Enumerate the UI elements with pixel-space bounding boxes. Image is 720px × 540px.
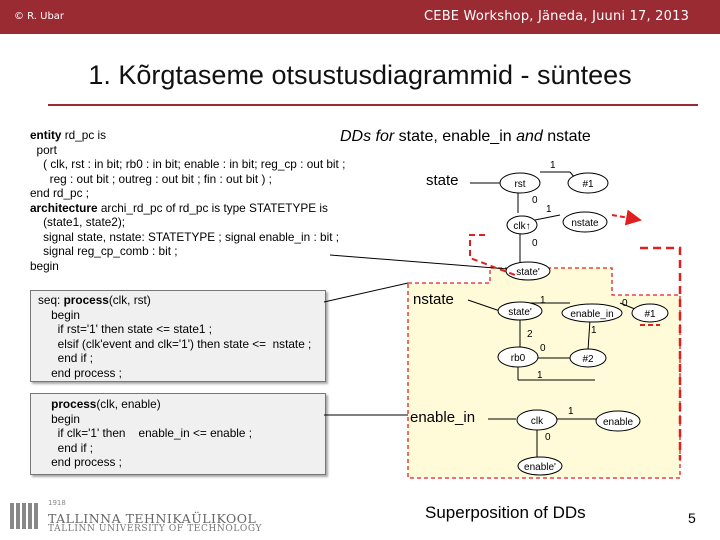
edge-label-rst-0: 0 [532,195,538,206]
subtitle-end: nstate [542,128,591,145]
edge-label-enable-1: 1 [591,325,597,336]
slide-title: 1. Kõrgtaseme otsustusdiagrammid - sünte… [88,60,632,90]
code-line: (state1, state2); [30,215,126,229]
subtitle-rest: state, enable_in [398,128,517,145]
node-rb0-label: rb0 [511,353,526,364]
code-line: end process ; [38,365,122,380]
process-keyword: process [63,293,109,307]
node-clk-up [506,215,538,235]
node-state-prime-top [505,261,551,281]
edge-label-clk2-1: 1 [568,406,574,417]
workshop-text: CEBE Workshop, Jäneda, Juuni 17, 2013 [424,9,690,24]
node-hash2 [569,348,607,368]
code-line: signal state, nstate: STATETYPE ; signal… [30,229,340,244]
code-line: end if ; [38,351,94,365]
code-line: end if ; [38,440,94,455]
edge-label-rb0-1: 1 [537,370,543,381]
architecture-text: archi_rd_pc of rd_pc is type STATETYPE i… [97,200,328,215]
edge-label-state-1: 1 [540,295,546,306]
code-line: begin [30,258,59,273]
process-args: (clk, enable) [96,397,161,411]
process-seq-box [30,290,326,382]
dd-label-enable-in: enable_in [410,409,476,426]
university-logo-icon [10,503,38,529]
node-enable-prime-label: enable' [524,462,556,473]
edge-nstate-label [467,299,501,312]
code-line: end rd_pc ; [30,186,90,200]
node-enable [595,410,641,432]
university-name-en: TALLINN UNIVERSITY OF TECHNOLOGY [48,524,263,534]
code-line: reg : out bit ; outreg : out bit ; fin :… [30,171,272,186]
edge-label-rb0-0: 0 [540,343,546,354]
node-nstate-top [562,211,608,233]
arrow-box1-to-dd [323,282,409,303]
edge-label-rst-1: 1 [550,160,556,171]
edge-label-clk-1: 1 [546,204,552,215]
entity-keyword: entity [30,128,62,142]
code-line: if rst='1' then state <= state1 ; [38,322,213,336]
vhdl-entity-code: entity rd_pc is port ( clk, rst : in bit… [30,128,345,273]
edge-label-state-2: 2 [527,329,533,340]
seq-label: seq: [38,293,64,307]
node-enable-in [561,303,623,323]
university-name-et: TALLINNA TEHNIKAÜLIKOOL [48,511,257,526]
code-line: port [30,142,57,157]
code-line: begin [38,307,80,322]
page-number: 5 [688,510,696,526]
node-state-prime-top-label: state' [516,267,540,278]
edge-label-clk2-0: 0 [545,432,551,443]
process-args: (clk, rst) [108,293,151,307]
red-arrow-rst-to-state [469,234,516,276]
process-seq-code: seq: process(clk, rst) begin if rst='1' … [38,293,311,380]
node-state-prime-label: state' [508,307,532,318]
founding-year: 1918 [48,499,66,507]
node-hash1-top [567,172,609,194]
code-line: elsif (clk'event and clk='1') then state… [38,336,312,351]
node-rb0 [497,346,539,368]
dd-subtitle: DDs for state, enable_in and nstate [340,128,591,146]
node-enable-label: enable [603,417,633,428]
red-arrow-to-nstate [611,209,642,226]
node-clk-up-label: clk↑ [513,221,530,232]
dd-label-state: state [426,172,459,189]
copyright-text: © R. Ubar [14,11,65,22]
node-hash2-label: #2 [582,354,594,365]
process-enable-box [30,393,326,475]
process-keyword: process [51,397,97,411]
node-clk [516,409,558,431]
node-enable-prime [517,456,563,476]
subtitle-italic: DDs for [340,128,399,145]
code-line: end process ; [38,455,122,469]
node-enable-in-label: enable_in [570,309,613,320]
code-line: ( clk, rst : in bit; rb0 : in bit; enabl… [30,157,346,171]
architecture-keyword: architecture [30,200,98,215]
arrow-code-to-state [329,254,521,274]
node-hash1-mid [631,303,669,323]
node-hash1-mid-label: #1 [644,309,656,320]
edge-label-clk-0: 0 [532,238,538,249]
edge-enable-1 [587,319,591,351]
code-line: begin [38,411,80,426]
entity-name: rd_pc is [61,128,107,142]
edge-label-enable-0: 0 [622,298,628,309]
red-arrow-nstate-loop [640,246,682,460]
node-state-prime [497,301,543,321]
title-divider [48,104,698,106]
superposition-caption: Superposition of DDs [425,503,586,522]
code-line: if clk='1' then enable_in <= enable ; [38,426,253,440]
node-hash1-top-label: #1 [582,179,594,190]
subtitle-and: and [516,128,543,145]
node-clk-label: clk [531,416,544,427]
process-enable-code: process(clk, enable) begin if clk='1' th… [38,397,252,470]
dd-label-nstate: nstate [413,291,454,308]
edge-clk-1 [534,214,561,221]
node-rst-label: rst [514,179,525,190]
header-bar [0,0,720,34]
node-nstate-top-label: nstate [571,218,599,229]
code-line: signal reg_cp_comb : bit ; [30,244,178,258]
node-rst [499,172,541,194]
